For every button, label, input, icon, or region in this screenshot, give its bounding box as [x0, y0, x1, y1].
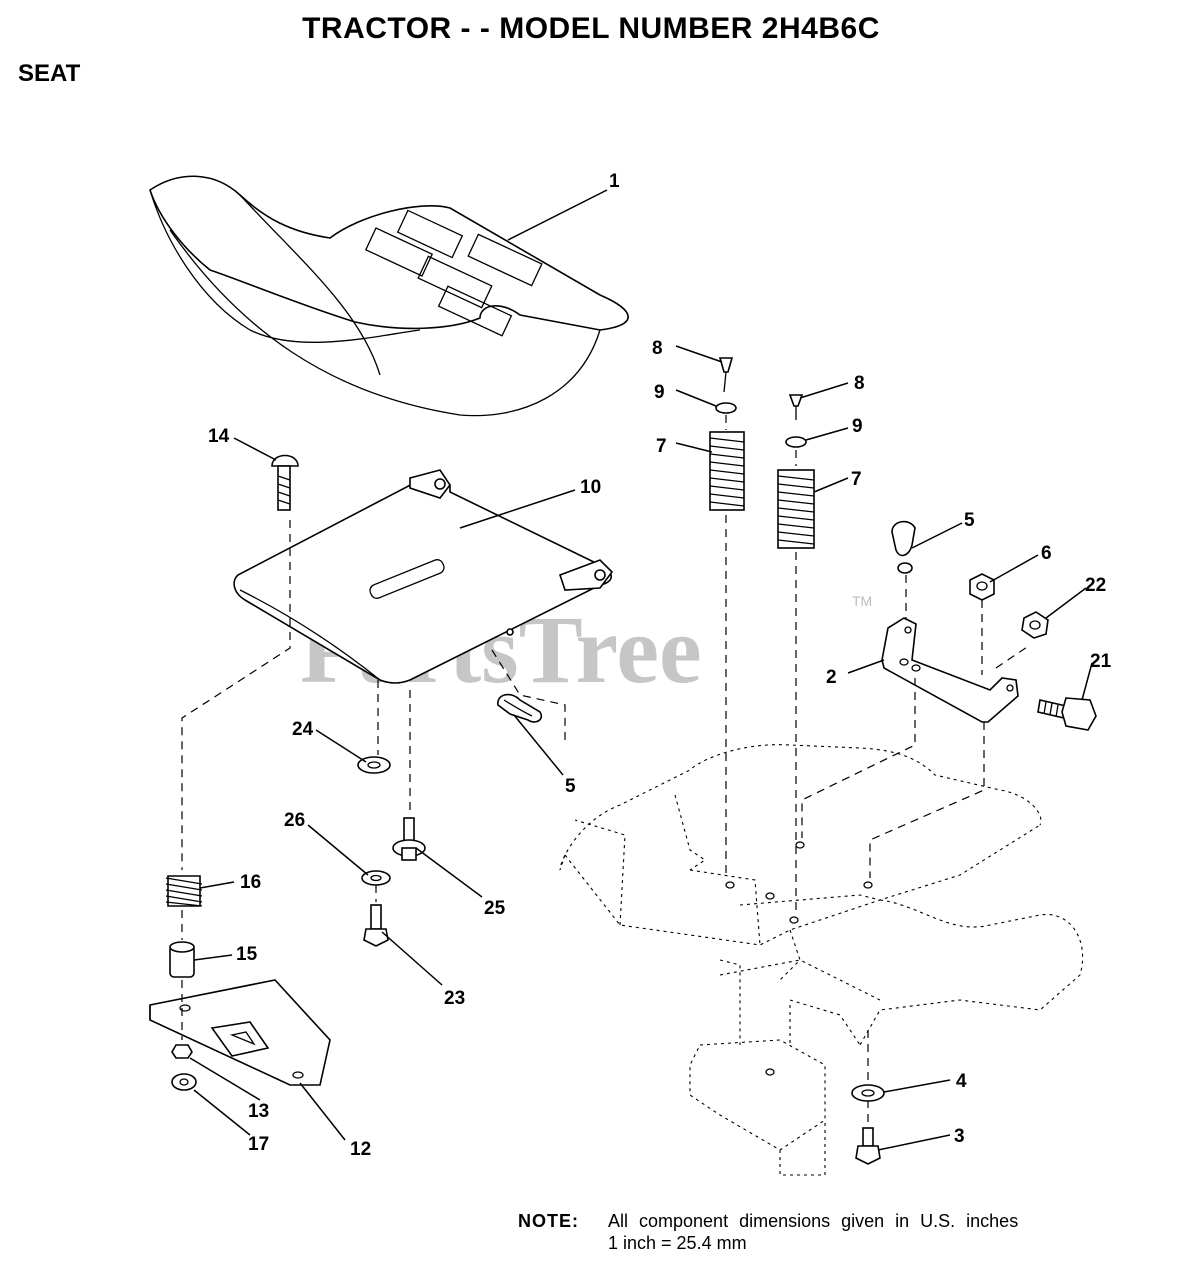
carriage-bolt-part [271, 454, 299, 511]
pin-8b [788, 394, 804, 420]
stud-25 [392, 817, 426, 861]
callout-12: 12 [350, 1139, 371, 1160]
callout-9-left: 9 [654, 382, 665, 403]
seat-clip-left [497, 693, 543, 723]
callout-23: 23 [444, 988, 465, 1009]
callout-21: 21 [1090, 651, 1112, 672]
callout-25: 25 [484, 898, 506, 919]
callout-7-left: 7 [656, 436, 667, 457]
seat-clip-right [891, 520, 916, 574]
callout-22: 22 [1085, 575, 1106, 596]
spring-16 [165, 875, 203, 907]
callout-5-right: 5 [964, 510, 975, 531]
bracket-2 [881, 617, 1019, 723]
callout-10: 10 [580, 477, 601, 498]
section-heading: SEAT [18, 60, 81, 87]
washer-4 [851, 1084, 885, 1102]
callout-5-left: 5 [565, 776, 576, 797]
pin-8a [718, 357, 734, 393]
bushing-15 [169, 941, 195, 978]
seat-pan-part [233, 469, 614, 684]
note-label: NOTE: [518, 1211, 579, 1231]
nut-13 [171, 1044, 193, 1059]
spring-7a [709, 431, 745, 511]
note-line-1: All component dimensions given in U.S. i… [608, 1211, 1019, 1231]
callout-15: 15 [236, 944, 258, 965]
callout-3: 3 [954, 1126, 965, 1147]
nut-22 [1021, 611, 1049, 639]
callout-4: 4 [956, 1071, 967, 1092]
callout-8-right: 8 [854, 373, 865, 394]
diagram-title: TRACTOR - - MODEL NUMBER 2H4B6C [302, 12, 880, 45]
callout-26: 26 [284, 810, 305, 831]
callout-8-left: 8 [652, 338, 663, 359]
callout-9-right: 9 [852, 416, 863, 437]
bracket-plate-12 [149, 979, 331, 1086]
nut-6 [969, 573, 995, 601]
callout-1: 1 [609, 171, 620, 192]
spring-7b [777, 469, 815, 549]
note-line-2: 1 inch = 25.4 mm [608, 1233, 747, 1253]
callout-16: 16 [240, 872, 261, 893]
bolt-21 [1037, 697, 1097, 731]
watermark-tm: TM [852, 593, 872, 609]
callout-7-right: 7 [851, 469, 862, 490]
seat-part [149, 175, 629, 417]
tractor-frame-outline [559, 744, 1084, 1176]
callout-2: 2 [826, 667, 837, 688]
flange-nut-17 [171, 1073, 197, 1091]
callout-13: 13 [248, 1101, 269, 1122]
washer-9a [715, 402, 737, 414]
bolt-23 [363, 904, 389, 947]
washer-24 [357, 756, 391, 774]
leader-lines [189, 189, 1093, 1151]
callout-24: 24 [292, 719, 314, 740]
callout-14: 14 [208, 426, 230, 447]
callout-17: 17 [248, 1134, 269, 1155]
bolt-3 [855, 1127, 881, 1165]
callout-6: 6 [1041, 543, 1052, 564]
callout-labels: 1 2 3 4 5 5 6 7 7 8 8 9 9 10 12 13 14 15… [208, 171, 1112, 1160]
washer-9b [785, 436, 807, 448]
